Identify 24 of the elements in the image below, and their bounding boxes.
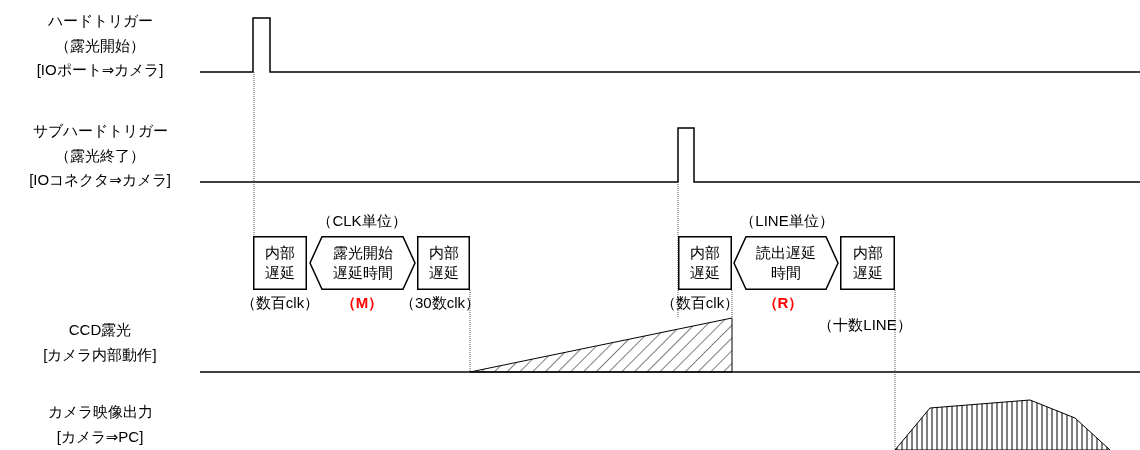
node-text: 内部遅延 (851, 243, 884, 283)
node-text: 内部遅延 (264, 243, 296, 283)
signal-name: [カメラ内部動作] (43, 346, 157, 364)
signal-name: サブハードトリガー (32, 122, 168, 140)
node-text: 内部遅延 (689, 243, 721, 283)
signal-name: ハードトリガー (47, 12, 153, 30)
annotation-text: （十数LINE） (818, 316, 912, 334)
annotation-text: （30数clk） (400, 294, 480, 312)
signal-name: [カメラ⇒PC] (56, 428, 144, 446)
signal-name: [IOコネクタ⇒カメラ] (29, 171, 171, 189)
signal-name: （露光終了） (55, 147, 145, 165)
signal-name: （露光開始） (55, 37, 145, 55)
signal-name: [IOポート⇒カメラ] (36, 61, 164, 79)
parameter-label: （R） (762, 294, 804, 312)
node-text: 読出遅延時間 (755, 243, 817, 283)
parameter-label: （M） (340, 294, 384, 312)
annotation-text: （数百clk） (240, 294, 320, 312)
node-text: 内部遅延 (427, 243, 460, 283)
node-text: 露光開始遅延時間 (331, 243, 394, 283)
annotation-text: （CLK単位） (317, 212, 407, 230)
signal-name: カメラ映像出力 (47, 403, 153, 421)
signal-name: CCD露光 (68, 321, 132, 339)
annotation-text: （LINE単位） (740, 212, 834, 230)
annotation-text: （数百clk） (660, 294, 740, 312)
